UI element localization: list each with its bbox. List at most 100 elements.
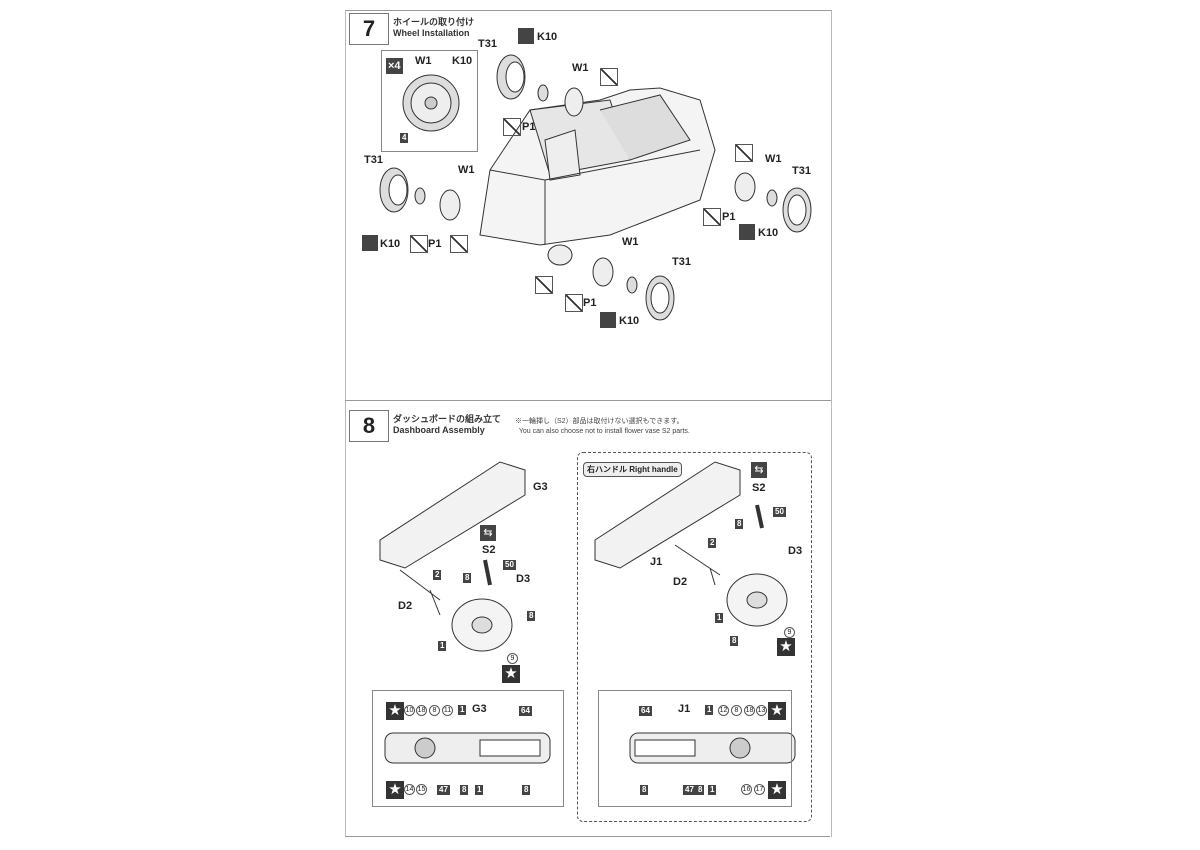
part-label: P1 <box>583 297 597 309</box>
part-label: K10 <box>452 55 473 67</box>
page-frame <box>345 10 832 837</box>
color-number: 8 <box>460 785 469 795</box>
part-label: S2 <box>752 482 766 494</box>
cut-icon <box>703 208 721 226</box>
color-number: 1 <box>705 705 714 715</box>
color-number: 8 <box>696 785 705 795</box>
part-label: G3 <box>472 703 487 715</box>
dashboard-G3 <box>379 461 526 569</box>
part-label: W1 <box>622 236 639 248</box>
star-icon: ★ <box>768 781 786 799</box>
star-icon: ★ <box>386 702 404 720</box>
part-label: D2 <box>673 576 688 588</box>
color-number: 16 <box>741 784 752 795</box>
color-number: 18 <box>744 705 755 716</box>
no-glue-icon <box>362 235 378 251</box>
color-number: 4 <box>400 133 409 143</box>
part-label: P1 <box>522 121 536 133</box>
color-number: 8 <box>735 519 744 529</box>
page-bottom-rule <box>345 836 830 837</box>
part-label: W1 <box>415 55 432 67</box>
color-number: 50 <box>773 507 786 517</box>
cut-icon <box>600 68 618 86</box>
quantity-badge: ×4 <box>386 58 403 74</box>
cut-icon <box>535 276 553 294</box>
note-jp: ※一輪挿し（S2）部品は取付けない選択もできます。 <box>515 418 684 425</box>
part-label: W1 <box>458 164 475 176</box>
part-label: T31 <box>792 165 811 177</box>
part-label: P1 <box>428 238 442 250</box>
color-number: 1 <box>715 613 724 623</box>
part-label: T31 <box>672 256 691 268</box>
color-number: 1 <box>458 705 467 715</box>
part-label: J1 <box>678 703 691 715</box>
part-label: D3 <box>516 573 531 585</box>
optional-arrow-icon: ⇆ <box>480 525 496 541</box>
color-number: 1 <box>475 785 484 795</box>
color-number: 8 <box>463 573 472 583</box>
star-icon: ★ <box>502 665 520 683</box>
part-label: K10 <box>537 31 558 43</box>
color-number: 9 <box>507 653 518 664</box>
part-label: D2 <box>398 600 413 612</box>
optional-arrow-icon: ⇆ <box>751 462 767 478</box>
part-label: K10 <box>619 315 640 327</box>
color-number: 47 <box>683 785 696 795</box>
color-number: 18 <box>416 705 427 716</box>
note-en: You can also choose not to install flowe… <box>518 428 690 435</box>
star-icon: ★ <box>768 702 786 720</box>
part-label: J1 <box>650 556 663 568</box>
color-number: 50 <box>503 560 516 570</box>
color-number: 8 <box>527 611 536 621</box>
title-jp: ダッシュボードの組み立て <box>393 414 502 424</box>
color-number: 8 <box>640 785 649 795</box>
part-label: D3 <box>788 545 803 557</box>
dashboard-detail-left <box>372 690 564 807</box>
wheel-W1 <box>564 87 584 117</box>
cut-icon <box>450 235 468 253</box>
part-label: T31 <box>364 154 383 166</box>
color-number: 9 <box>784 627 795 638</box>
no-glue-icon <box>600 312 616 328</box>
cut-icon <box>735 144 753 162</box>
part-label: G3 <box>533 481 548 493</box>
color-number: 12 <box>718 705 729 716</box>
color-number: 8 <box>522 785 531 795</box>
color-number: 2 <box>708 538 717 548</box>
right-handle-option-box <box>577 452 812 822</box>
star-icon: ★ <box>386 781 404 799</box>
color-number: 11 <box>442 705 453 716</box>
color-number: 8 <box>429 705 440 716</box>
color-number: 8 <box>731 705 742 716</box>
cut-icon <box>503 118 521 136</box>
color-number: 2 <box>433 570 442 580</box>
color-number: 47 <box>437 785 450 795</box>
dashboard-J1 <box>594 461 741 569</box>
color-number: 8 <box>730 636 739 646</box>
wheel-detail-inset <box>381 50 478 152</box>
color-number: 15 <box>416 784 427 795</box>
color-number: 14 <box>404 784 415 795</box>
color-number: 13 <box>756 705 767 716</box>
part-label: S2 <box>482 544 496 556</box>
step-divider <box>345 400 831 401</box>
color-number: 64 <box>639 706 652 716</box>
part-label: W1 <box>572 62 589 74</box>
dashboard-detail-right <box>598 690 792 807</box>
part-label: K10 <box>758 227 779 239</box>
part-label: K10 <box>380 238 401 250</box>
color-number: 64 <box>519 706 532 716</box>
part-label: P1 <box>722 211 736 223</box>
cut-icon <box>410 235 428 253</box>
no-glue-icon <box>518 28 534 44</box>
title-en: Wheel Installation <box>393 28 470 38</box>
color-number: 1 <box>708 785 717 795</box>
no-glue-icon <box>739 224 755 240</box>
color-number: 1 <box>438 641 447 651</box>
step-number-8: 8 <box>349 410 389 442</box>
right-handle-label: 右ハンドル Right handle <box>583 462 682 477</box>
title-jp: ホイールの取り付け <box>393 17 475 27</box>
